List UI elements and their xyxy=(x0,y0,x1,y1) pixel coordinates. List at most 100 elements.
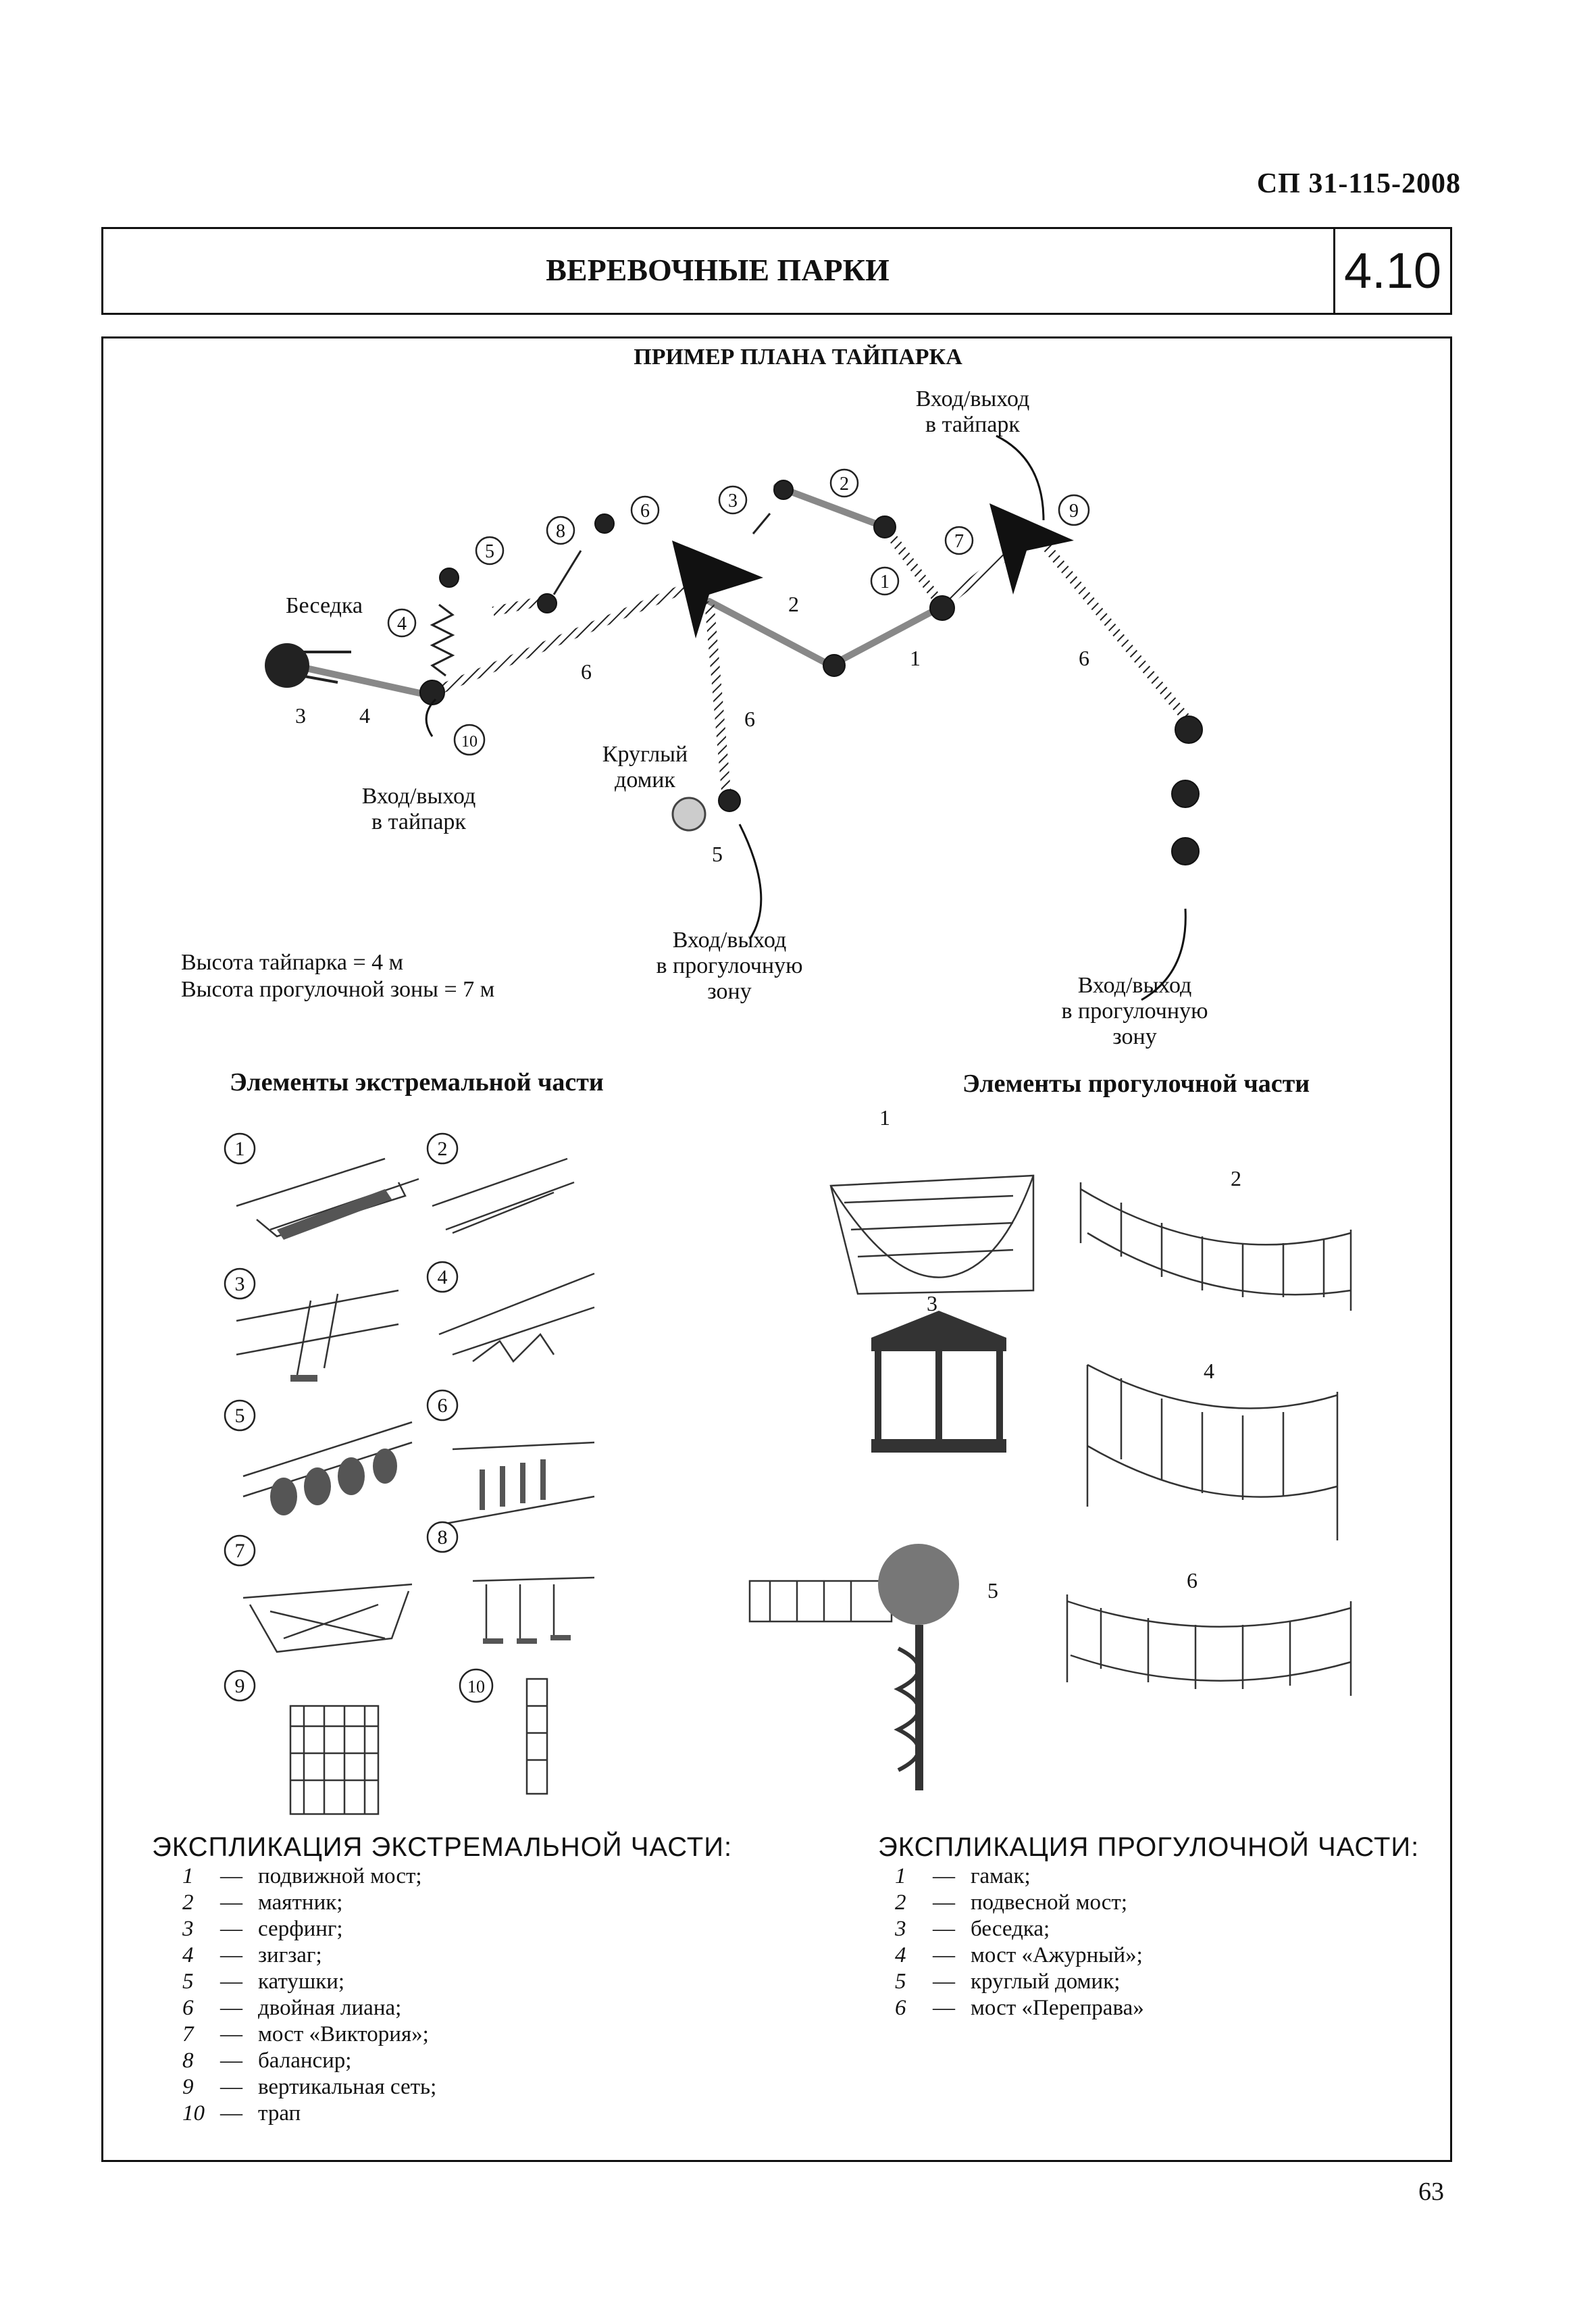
document-code: СП 31-115-2008 xyxy=(1256,168,1461,199)
dash: — xyxy=(220,2022,242,2046)
explication-list-item: 2 — маятник; xyxy=(182,1890,436,1916)
explication-list-item: 3 — беседка; xyxy=(895,1916,1144,1942)
explication-list-item: 5—катушки; xyxy=(182,1969,436,1995)
explication-walk-list: 1—гамак;2—подвесной мост;3—беседка;4—мос… xyxy=(895,1863,1144,2021)
explication-list-item: 4—мост «Ажурный»; xyxy=(895,1942,1144,1969)
explication-list-item: 9 — вертикальная сеть; xyxy=(182,2074,436,2101)
item-text: гамак; xyxy=(971,1864,1031,1888)
dash: — xyxy=(933,1996,955,2020)
extreme-item-5: 5 xyxy=(235,1405,245,1427)
route-number-3: 3 xyxy=(295,703,306,728)
gazebo-icon xyxy=(265,643,351,688)
item-number: 9 xyxy=(182,2075,194,2099)
walk-item-3: 3 xyxy=(927,1291,937,1315)
item-number: 3 xyxy=(182,1917,194,1941)
plan-marker-8: 8 xyxy=(556,521,565,542)
extreme-item-10: 10 xyxy=(467,1677,485,1696)
item-number: 2 xyxy=(182,1890,194,1915)
dash: — xyxy=(220,1969,242,1994)
walk-section-title: Элементы прогулочной части xyxy=(962,1070,1310,1098)
dash: — xyxy=(933,1917,955,1941)
item-number: 10 xyxy=(182,2101,205,2126)
page-title: ВЕРЕВОЧНЫЕ ПАРКИ xyxy=(546,253,890,287)
dash: — xyxy=(220,1996,242,2020)
item-text: зигзаг; xyxy=(258,1943,322,1967)
item-number: 1 xyxy=(895,1864,906,1888)
circled-number-markers xyxy=(387,468,1090,756)
page-number: 63 xyxy=(1418,2178,1444,2206)
item-text: круглый домик; xyxy=(971,1969,1121,1994)
item-text: маятник; xyxy=(258,1890,343,1915)
explication-extreme-heading: ЭКСПЛИКАЦИЯ ЭКСТРЕМАЛЬНОЙ ЧАСТИ: xyxy=(152,1832,733,1862)
plan-marker-3: 3 xyxy=(728,491,738,511)
explication-list-item: 4—зигзаг; xyxy=(182,1942,436,1969)
stations xyxy=(419,480,1203,865)
explication-list-item: 7—мост «Виктория»; xyxy=(182,2021,436,2048)
dash: — xyxy=(220,1943,242,1967)
extreme-item-4: 4 xyxy=(438,1266,448,1288)
extreme-item-3: 3 xyxy=(235,1273,245,1295)
route-number-4: 4 xyxy=(359,703,370,728)
route-number-5: 5 xyxy=(712,842,723,866)
walk-item-4: 4 xyxy=(1204,1359,1214,1383)
pointer-arrows xyxy=(425,434,1187,1001)
explication-walk-heading: ЭКСПЛИКАЦИЯ ПРОГУЛОЧНОЙ ЧАСТИ: xyxy=(878,1832,1420,1862)
item-text: трап xyxy=(258,2101,301,2126)
extreme-item-7: 7 xyxy=(235,1540,245,1562)
extreme-item-1: 1 xyxy=(235,1138,245,1160)
item-number: 8 xyxy=(182,2048,194,2073)
walk-elements-illustrations: 1 2 3 4 5 6 xyxy=(748,1108,1352,1790)
explication-list-item: 6 — двойная лиана; xyxy=(182,1995,436,2021)
explication-extreme-list: 1—подвижной мост;2—маятник;3—серфинг;4—з… xyxy=(182,1863,436,2127)
item-text: балансир; xyxy=(258,2048,352,2073)
walk-item-2: 2 xyxy=(1231,1166,1241,1190)
explication-list-item: 1 — подвижной мост; xyxy=(182,1863,436,1890)
item-number: 3 xyxy=(895,1917,906,1941)
item-text: двойная лиана; xyxy=(258,1996,402,2020)
dash: — xyxy=(220,2048,242,2073)
route-number-1: 1 xyxy=(910,646,921,670)
plan-marker-2: 2 xyxy=(840,474,849,495)
item-text: мост «Ажурный»; xyxy=(971,1943,1143,1967)
content-frame xyxy=(101,336,1452,2162)
item-text: серфинг; xyxy=(258,1917,343,1941)
extreme-section-title: Элементы экстремальной части xyxy=(230,1068,604,1097)
hatched-routes xyxy=(430,524,1200,791)
explication-list-item: 6—мост «Переправа» xyxy=(895,1995,1144,2021)
item-number: 7 xyxy=(182,2022,194,2046)
round-house-icon xyxy=(671,797,706,832)
item-text: вертикальная сеть; xyxy=(258,2075,437,2099)
route-number-6b: 6 xyxy=(744,707,755,731)
dash: — xyxy=(220,1864,242,1888)
explication-list-item: 10—трап xyxy=(182,2101,436,2127)
item-number: 2 xyxy=(895,1890,906,1915)
explication-list-item: 8 — балансир; xyxy=(182,2048,436,2074)
dash: — xyxy=(933,1969,955,1994)
item-number: 5 xyxy=(182,1969,194,1994)
dash: — xyxy=(220,1917,242,1941)
title-block: ВЕРЕВОЧНЫЕ ПАРКИ 4.10 xyxy=(101,227,1452,315)
walk-item-6: 6 xyxy=(1187,1568,1198,1592)
walk-item-5: 5 xyxy=(987,1578,998,1603)
dash: — xyxy=(933,1943,955,1967)
plan-marker-7: 7 xyxy=(954,531,964,552)
plan-marker-1: 1 xyxy=(880,572,890,593)
item-text: беседка; xyxy=(971,1917,1050,1941)
extreme-elements-illustrations: 1 2 3 4 5 6 7 8 9 10 xyxy=(224,1132,595,1815)
item-text: подвижной мост; xyxy=(258,1864,422,1888)
item-number: 6 xyxy=(895,1996,906,2020)
dash: — xyxy=(220,2075,242,2099)
dash: — xyxy=(220,1890,242,1915)
gazebo-label: Беседка xyxy=(285,593,363,618)
item-number: 6 xyxy=(182,1996,194,2020)
item-text: подвесной мост; xyxy=(971,1890,1128,1915)
item-number: 1 xyxy=(182,1864,194,1888)
explication-list-item: 2—подвесной мост; xyxy=(895,1890,1144,1916)
plan-marker-6: 6 xyxy=(640,501,650,522)
extreme-item-2: 2 xyxy=(438,1138,448,1160)
plan-marker-10: 10 xyxy=(461,733,478,751)
